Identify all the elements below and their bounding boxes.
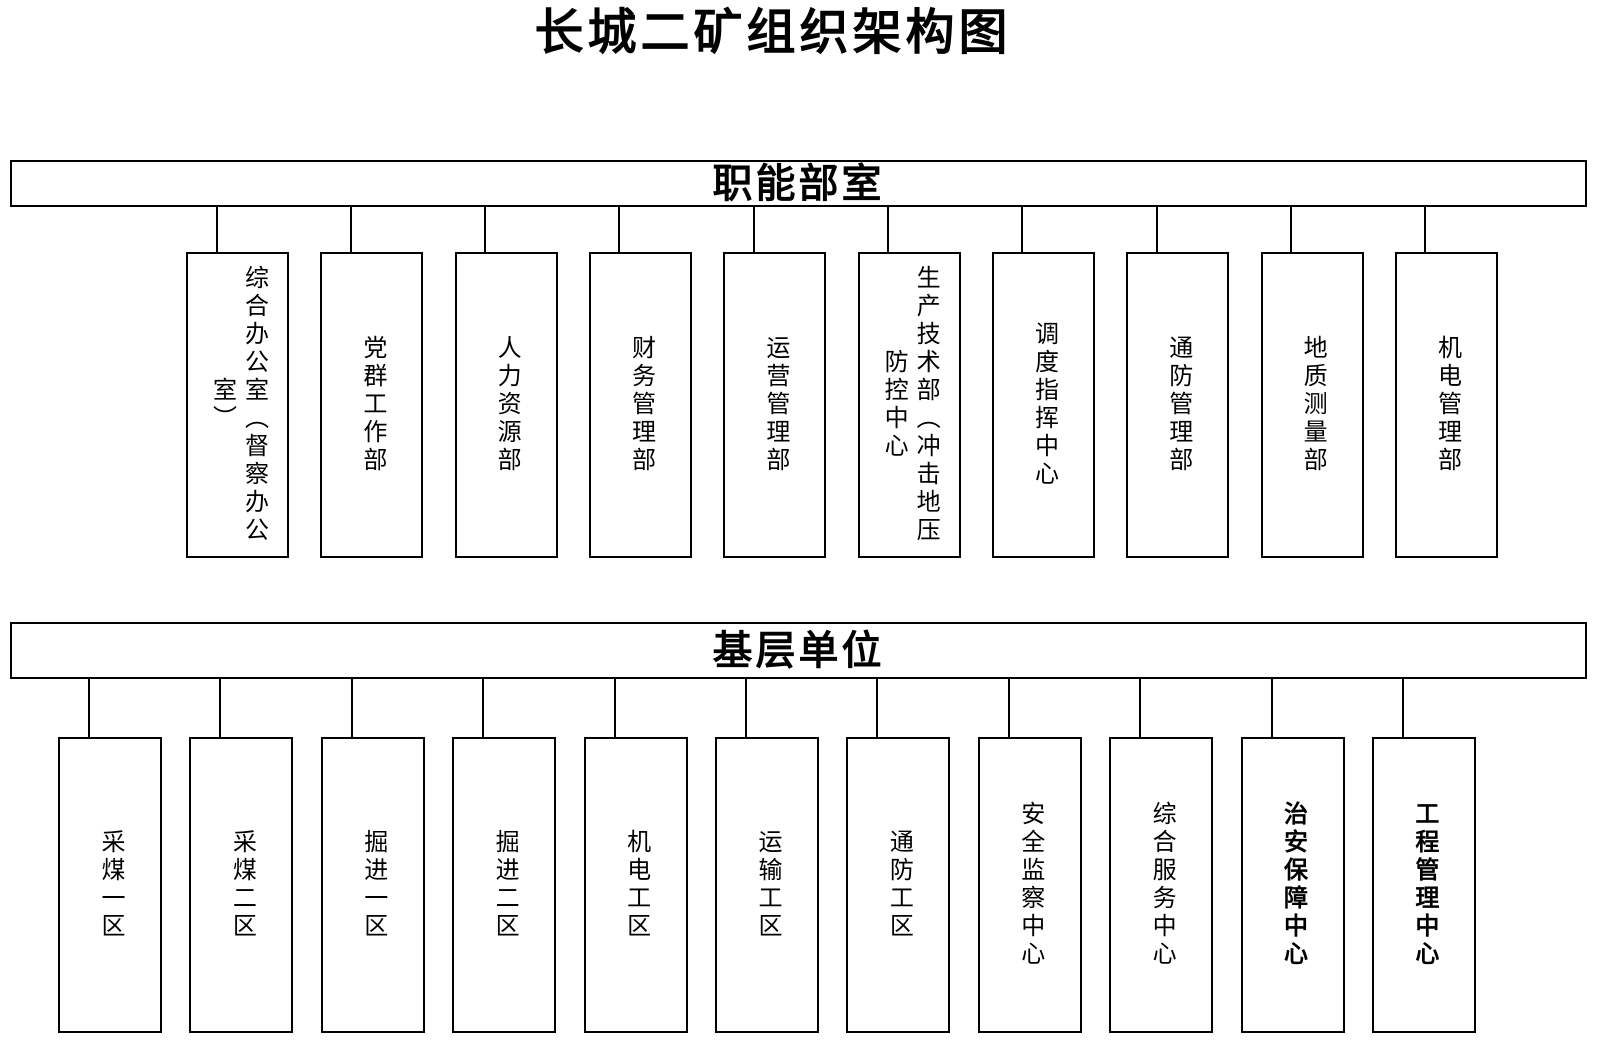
connector-line — [618, 207, 621, 252]
connector-line — [1270, 679, 1273, 737]
org-unit-label: 财务管理部 — [627, 335, 654, 475]
connector-line — [482, 679, 485, 737]
org-unit-label: 地质测量部 — [1299, 335, 1326, 475]
org-unit-column: 人力资源部 — [454, 207, 558, 558]
org-unit-column: 工程管理中心 — [1371, 679, 1476, 1033]
org-unit-box: 财务管理部 — [588, 252, 692, 558]
connector-line — [744, 679, 747, 737]
functional-units-row: 综合办公室（督察办公室） 党群工作部 人力资源部 财务管理部 运营管理部 生产技… — [186, 207, 1498, 558]
org-unit-column: 采煤一区 — [58, 679, 162, 1033]
connector-line — [484, 207, 487, 252]
org-unit-box: 运营管理部 — [723, 252, 827, 558]
org-unit-label: 掘进二区 — [491, 829, 518, 941]
org-unit-box: 地质测量部 — [1260, 252, 1364, 558]
connector-line — [349, 207, 352, 252]
org-unit-label: 采煤一区 — [97, 829, 123, 941]
org-unit-label: 掘进一区 — [359, 829, 386, 941]
connector-line — [887, 207, 890, 252]
org-unit-column: 党群工作部 — [320, 207, 424, 558]
section-band-grassroots-label: 基层单位 — [712, 627, 885, 673]
connector-line — [1290, 207, 1293, 252]
org-unit-column: 治安保障中心 — [1240, 679, 1345, 1033]
org-unit-column: 生产技术部（冲击地压防控中心 — [857, 207, 961, 558]
org-unit-column: 掘进一区 — [320, 679, 425, 1033]
connector-line — [613, 679, 616, 737]
org-unit-label: 运输工区 — [753, 829, 780, 941]
org-unit-box: 采煤二区 — [189, 737, 294, 1033]
org-unit-box: 掘进二区 — [452, 737, 557, 1033]
org-unit-box: 通防管理部 — [1126, 252, 1230, 558]
connector-line — [752, 207, 755, 252]
connector-line — [1424, 207, 1427, 252]
org-unit-box: 机电管理部 — [1394, 252, 1498, 558]
section-band-grassroots: 基层单位 — [10, 622, 1587, 679]
connector-line — [1139, 679, 1142, 737]
org-unit-label: 运营管理部 — [761, 335, 788, 475]
org-unit-column: 通防工区 — [846, 679, 951, 1033]
org-unit-box: 党群工作部 — [320, 252, 424, 558]
org-unit-box: 调度指挥中心 — [991, 252, 1095, 558]
org-unit-box: 生产技术部（冲击地压防控中心 — [857, 252, 961, 558]
org-unit-label: 调度指挥中心 — [1030, 321, 1057, 489]
org-unit-column: 综合服务中心 — [1109, 679, 1214, 1033]
org-unit-box: 人力资源部 — [454, 252, 558, 558]
org-unit-column: 运输工区 — [714, 679, 819, 1033]
org-unit-box: 运输工区 — [714, 737, 819, 1033]
org-unit-label: 生产技术部（冲击地压防控中心 — [880, 265, 939, 545]
org-unit-label: 工程管理中心 — [1410, 801, 1437, 969]
org-unit-column: 掘进二区 — [452, 679, 557, 1033]
org-unit-label: 通防工区 — [885, 829, 912, 941]
org-unit-box: 安全监察中心 — [977, 737, 1082, 1033]
org-unit-box: 机电工区 — [583, 737, 688, 1033]
connector-line — [1155, 207, 1158, 252]
page-title: 长城二矿组织架构图 — [534, 4, 1012, 61]
org-unit-column: 综合办公室（督察办公室） — [186, 207, 289, 558]
connector-line — [350, 679, 353, 737]
connector-line — [215, 207, 218, 252]
org-unit-label: 采煤二区 — [228, 829, 255, 941]
org-unit-box: 掘进一区 — [320, 737, 425, 1033]
org-unit-column: 机电工区 — [583, 679, 688, 1033]
org-unit-label: 安全监察中心 — [1016, 801, 1043, 969]
org-unit-column: 通防管理部 — [1126, 207, 1230, 558]
org-unit-column: 运营管理部 — [723, 207, 827, 558]
org-unit-label: 机电工区 — [622, 829, 649, 941]
org-unit-column: 安全监察中心 — [977, 679, 1082, 1033]
org-unit-column: 地质测量部 — [1260, 207, 1364, 558]
org-unit-label: 机电管理部 — [1433, 335, 1460, 475]
org-unit-box: 采煤一区 — [58, 737, 162, 1033]
org-unit-column: 机电管理部 — [1394, 207, 1498, 558]
org-unit-label: 通防管理部 — [1164, 335, 1191, 475]
connector-line — [876, 679, 879, 737]
org-unit-label: 综合办公室（督察办公室） — [208, 265, 267, 545]
connector-line — [1021, 207, 1024, 252]
connector-line — [1007, 679, 1010, 737]
connector-line — [88, 679, 90, 737]
org-unit-box: 综合办公室（督察办公室） — [186, 252, 289, 558]
org-unit-column: 财务管理部 — [588, 207, 692, 558]
connector-line — [219, 679, 222, 737]
org-unit-column: 采煤二区 — [189, 679, 294, 1033]
org-unit-box: 工程管理中心 — [1371, 737, 1476, 1033]
org-unit-column: 调度指挥中心 — [991, 207, 1095, 558]
org-unit-box: 通防工区 — [846, 737, 951, 1033]
org-unit-box: 治安保障中心 — [1240, 737, 1345, 1033]
connector-line — [1401, 679, 1404, 737]
grassroots-units-row: 采煤一区 采煤二区 掘进一区 掘进二区 机电工区 运输工区 通防 — [58, 679, 1476, 1033]
org-unit-label: 党群工作部 — [358, 335, 385, 475]
org-unit-label: 综合服务中心 — [1148, 801, 1175, 969]
section-band-functional-label: 职能部室 — [712, 160, 885, 206]
org-unit-box: 综合服务中心 — [1109, 737, 1214, 1033]
section-band-functional: 职能部室 — [10, 160, 1587, 207]
org-unit-label: 人力资源部 — [493, 335, 520, 475]
org-unit-label: 治安保障中心 — [1279, 801, 1306, 969]
